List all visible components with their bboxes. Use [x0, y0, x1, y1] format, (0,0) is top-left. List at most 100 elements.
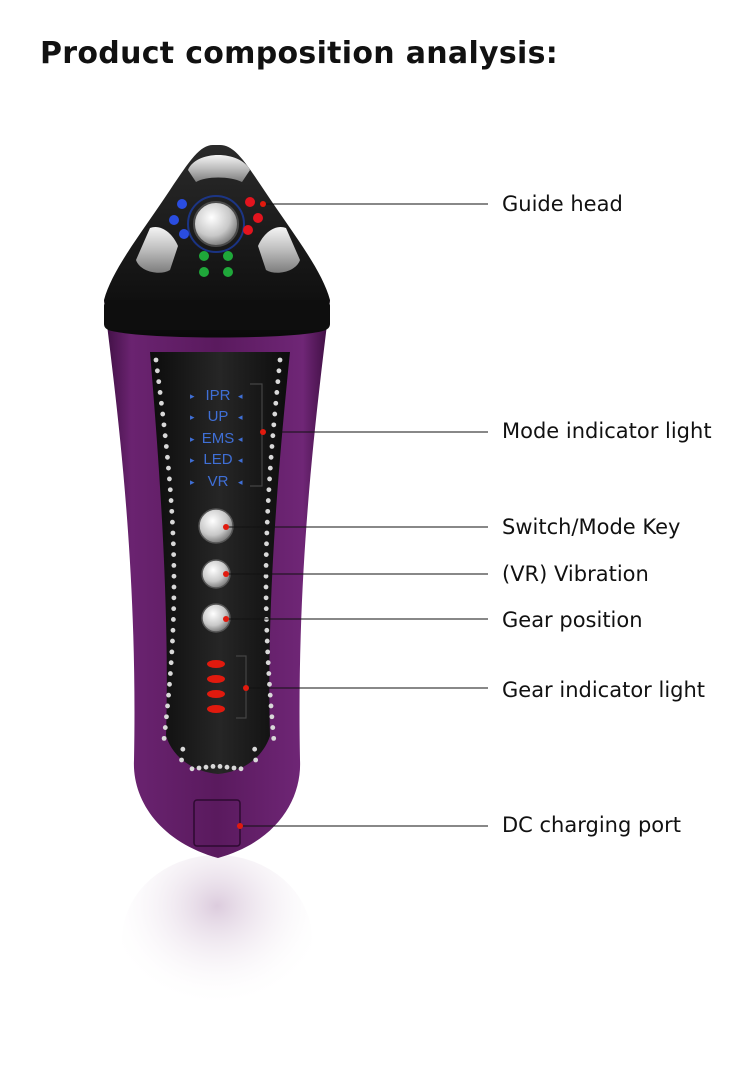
rhinestone-dot [263, 563, 269, 568]
rhinestone-dot [189, 766, 195, 772]
rhinestone-dot [277, 357, 283, 363]
callout-dots [223, 201, 266, 829]
mode-label-ipr: IPR [205, 387, 230, 404]
label-dc-port: DC charging port [502, 813, 682, 837]
center-probe [193, 201, 239, 247]
rhinestone-dot [167, 476, 172, 482]
rhinestone-dot [224, 764, 230, 770]
rhinestone-dot [162, 725, 168, 730]
rhinestone-dot [180, 746, 186, 752]
page-title: Product composition analysis: [40, 36, 559, 71]
rhinestone-dot [169, 649, 175, 655]
rhinestone-dot [270, 433, 276, 439]
rhinestone-dot [263, 606, 269, 612]
rhinestone-dot [265, 660, 271, 666]
rhinestone-dot [263, 595, 269, 601]
rhinestone-dot [263, 552, 269, 557]
label-guide-head: Guide head [502, 192, 623, 216]
rhinestone-dot [156, 379, 162, 385]
svg-text:▸: ▸ [190, 392, 195, 402]
rhinestone-dot [160, 411, 166, 417]
label-mode-indicator: Mode indicator light [502, 419, 712, 443]
rhinestone-dot [273, 400, 279, 406]
rhinestone-dot [263, 573, 269, 579]
mode-label-vr: VR [208, 473, 229, 490]
rhinestone-dot [269, 714, 275, 720]
gear-position-key[interactable] [201, 603, 231, 633]
rhinestone-dot [157, 390, 163, 395]
rhinestone-dot [169, 508, 175, 514]
rhinestone-dot [252, 746, 258, 752]
rhinestone-dot [159, 400, 164, 406]
svg-text:▸: ▸ [190, 413, 195, 423]
rhinestone-dot [167, 681, 172, 687]
rhinestone-dot [265, 649, 271, 655]
rhinestone-dot [268, 454, 274, 460]
rhinestone-dot [265, 508, 271, 514]
rhinestone-dot [170, 617, 176, 622]
rhinestone-dot [168, 660, 174, 666]
switch-mode-key[interactable] [198, 508, 234, 544]
mode-label-ems: EMS [202, 430, 235, 447]
top-metal-button [188, 155, 250, 182]
gear-indicator-lights [207, 660, 225, 713]
right-metal-button [258, 226, 300, 273]
rhinestone-dot [171, 584, 177, 590]
rhinestone-dot [167, 671, 173, 676]
rhinestone-dot [166, 692, 171, 698]
mode-label-up: UP [208, 408, 229, 425]
svg-text:◂: ◂ [238, 435, 243, 445]
rhinestone-dot [170, 627, 176, 633]
rhinestone-dot [161, 422, 167, 428]
rhinestone-dot [271, 735, 277, 741]
rhinestone-dot [271, 422, 277, 428]
svg-text:◂: ◂ [238, 413, 243, 423]
label-vibration: (VR) Vibration [502, 562, 649, 586]
svg-text:▸: ▸ [190, 478, 195, 488]
rhinestone-dot [217, 764, 223, 769]
rhinestone-dot [264, 627, 270, 633]
rhinestone-dot [163, 444, 169, 449]
rhinestone-dot [267, 465, 273, 471]
rhinestone-dot [267, 692, 273, 698]
rhinestone-dot [168, 498, 174, 503]
rhinestone-dot [231, 765, 237, 771]
svg-text:◂: ◂ [238, 456, 243, 466]
callout-lines [226, 203, 488, 827]
rhinestone-dot [171, 552, 177, 557]
rhinestone-dot [268, 703, 274, 709]
rhinestone-dot [153, 357, 159, 363]
rhinestone-dot [154, 368, 160, 374]
label-gear-indicator: Gear indicator light [502, 678, 706, 702]
rhinestone-dot [270, 725, 276, 730]
rhinestone-dot [267, 681, 272, 687]
rhinestone-dot [265, 498, 271, 503]
rhinestone-dot [263, 584, 269, 590]
rhinestone-dot [238, 766, 244, 772]
rhinestone-dot [269, 444, 275, 449]
rhinestone-dot [275, 379, 281, 385]
rhinestone-dot [210, 764, 216, 769]
rhinestone-dot [264, 638, 270, 644]
rhinestone-dot [179, 757, 184, 763]
rhinestone-dot [266, 671, 272, 676]
rhinestone-dot [164, 714, 169, 720]
rhinestone-dot [166, 465, 171, 471]
svg-text:◂: ◂ [238, 478, 243, 488]
rhinestone-dot [272, 411, 278, 417]
head-leds [169, 197, 263, 277]
rhinestone-dot [264, 519, 270, 525]
rhinestone-dot [167, 487, 173, 493]
rhinestone-dot [264, 530, 270, 536]
rhinestone-dot [203, 764, 209, 770]
rhinestone-dot [170, 519, 175, 525]
mode-indicator-list: IPR UP EMS LED VR [202, 387, 235, 490]
rhinestone-dot [266, 487, 272, 493]
rhinestone-dot [276, 368, 282, 374]
mode-label-led: LED [203, 451, 232, 468]
rhinestone-dot [170, 530, 176, 536]
rhinestone-dot [267, 476, 272, 482]
rhinestone-dot [171, 573, 177, 579]
rhinestone-dot [161, 735, 167, 741]
